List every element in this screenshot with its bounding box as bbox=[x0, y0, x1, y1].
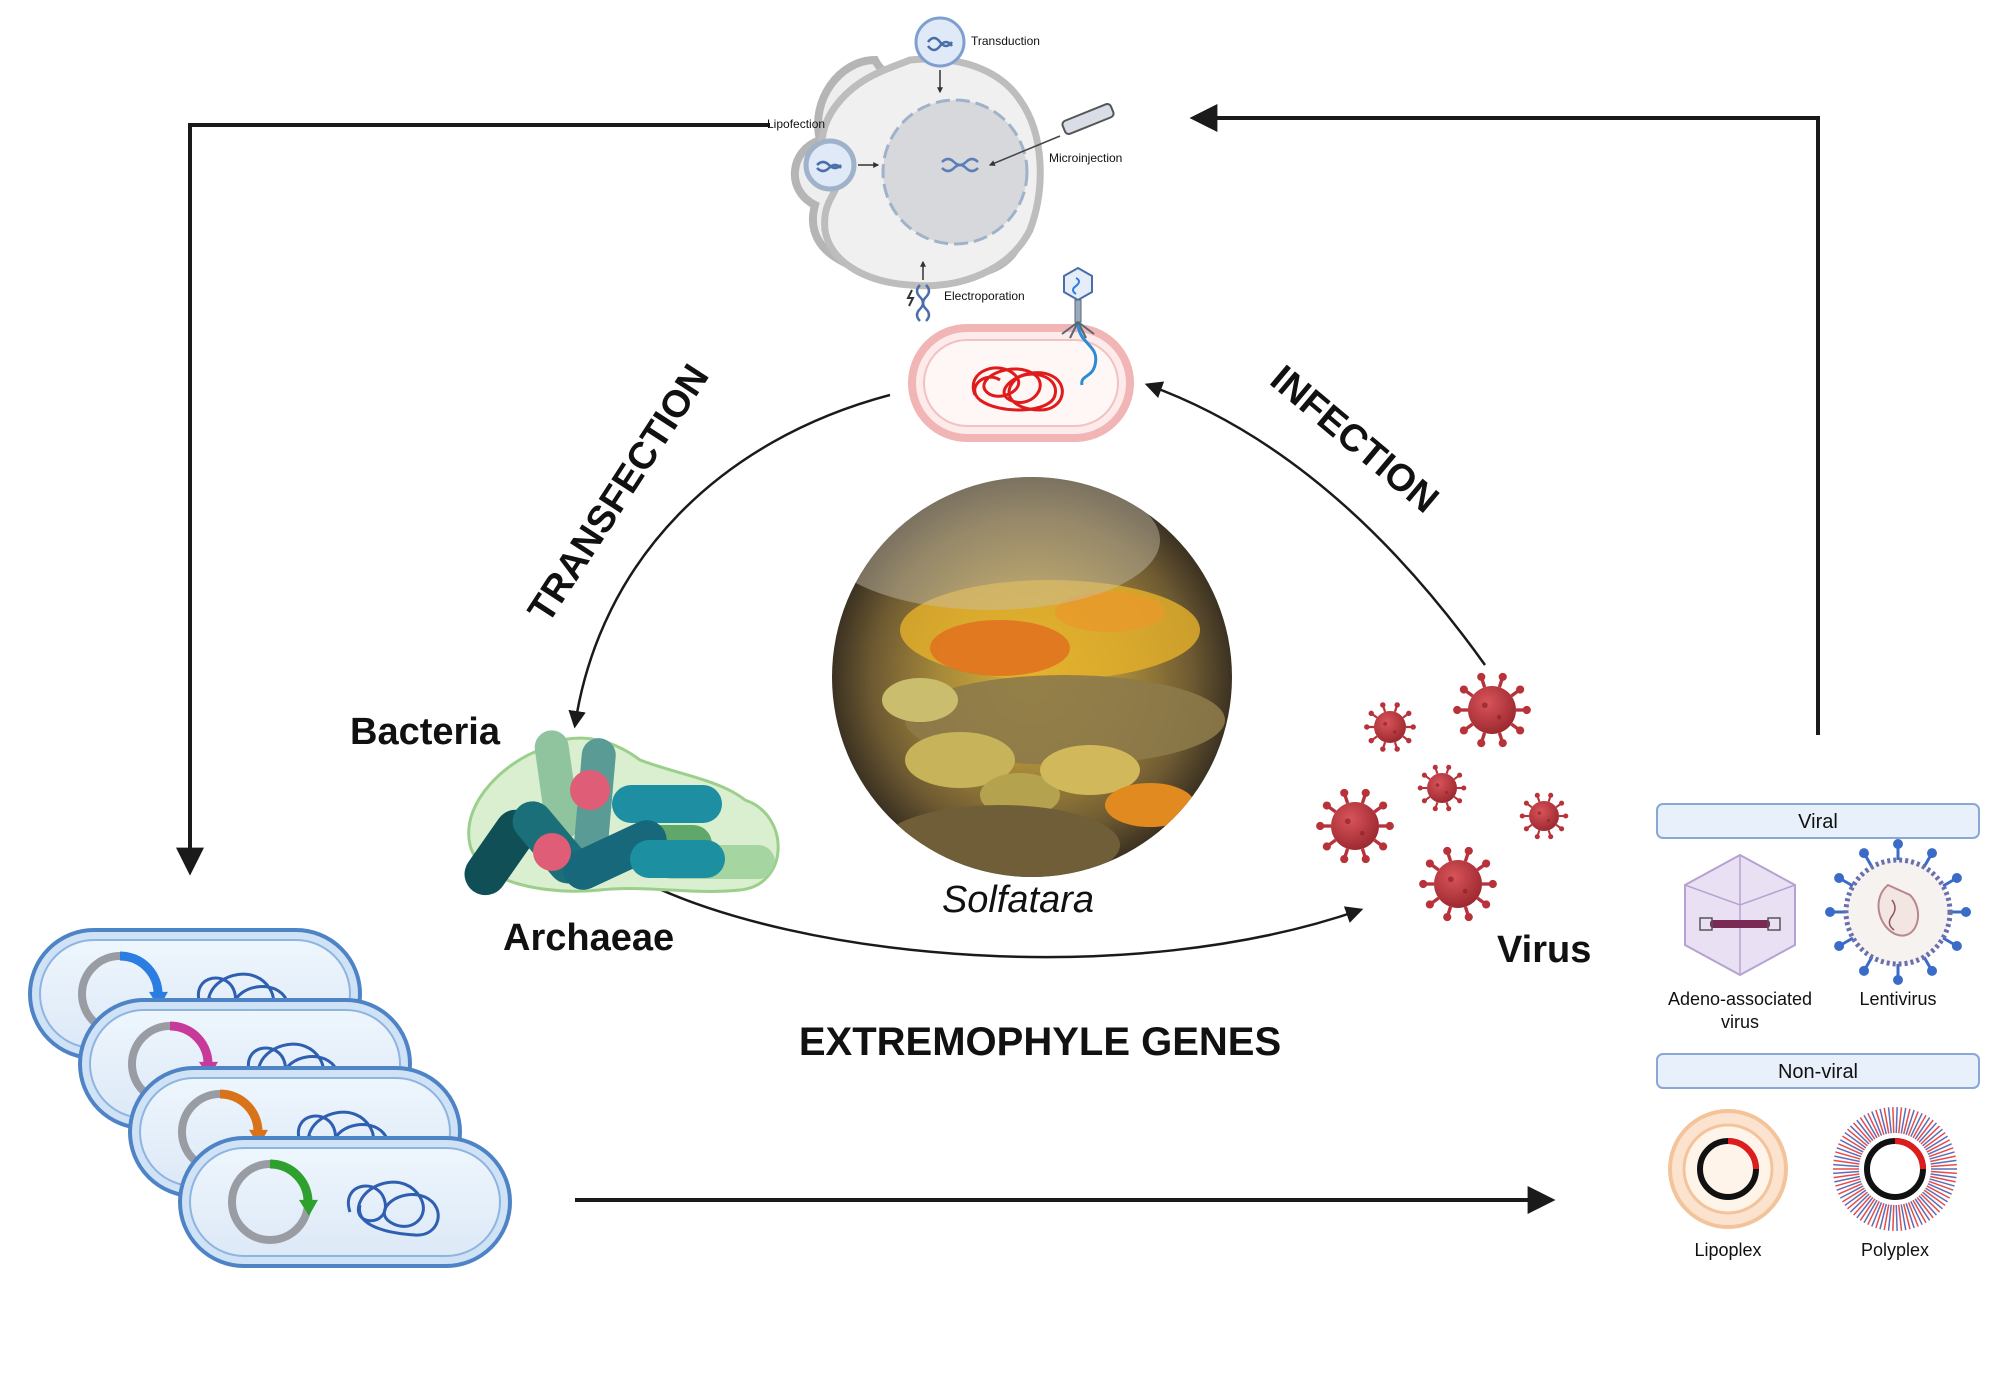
virus-particle bbox=[1519, 792, 1569, 840]
vectors-panel: Viral Adeno-associated virus Lentivirus … bbox=[1656, 803, 1980, 1260]
arrow-vectors-to-cell bbox=[1189, 104, 1820, 735]
nonviral-header: Non-viral bbox=[1778, 1061, 1858, 1083]
lipoplex-icon bbox=[1668, 1109, 1788, 1229]
label-solfatara: Solfatara bbox=[942, 879, 1094, 921]
nucleus bbox=[881, 98, 1029, 246]
arrow-lipofection-to-bacteria-plasmids bbox=[176, 123, 770, 876]
virus-particle bbox=[1417, 764, 1467, 812]
virus-particle bbox=[1453, 672, 1531, 748]
solfatara-photo bbox=[832, 477, 1232, 877]
viral-header-box bbox=[1656, 803, 1980, 839]
label-electroporation: Electroporation bbox=[944, 289, 1025, 303]
host-cell-group: Transduction Lipofection Microinjection … bbox=[767, 16, 1122, 322]
flow-arrows bbox=[176, 104, 1820, 1214]
polyplex-icon bbox=[1833, 1107, 1957, 1231]
microinjection-needle-icon bbox=[988, 102, 1115, 166]
label-lentivirus: Lentivirus bbox=[1859, 989, 1936, 1009]
label-microinjection: Microinjection bbox=[1049, 151, 1122, 165]
virus-particle bbox=[1316, 788, 1394, 864]
label-extremophyle-genes: EXTREMOPHYLE GENES bbox=[799, 1020, 1281, 1064]
aav-icon bbox=[1684, 853, 1796, 977]
arrow-transfection bbox=[568, 393, 891, 729]
bacterial-dna-tangle bbox=[971, 366, 1064, 412]
label-aav-line1: Adeno-associated bbox=[1668, 989, 1812, 1009]
cycle-arrows bbox=[568, 381, 1487, 959]
label-lipofection: Lipofection bbox=[767, 117, 825, 131]
label-infection: INFECTION bbox=[1262, 358, 1446, 522]
arrow-infection bbox=[1144, 381, 1487, 666]
nonviral-header-box bbox=[1656, 1053, 1980, 1089]
label-archaeae: Archaeae bbox=[503, 917, 674, 959]
arrow-genes bbox=[639, 878, 1364, 959]
virus-particle bbox=[1419, 846, 1497, 922]
bacteriophage-icon bbox=[1061, 266, 1098, 386]
label-bacteria: Bacteria bbox=[350, 711, 501, 753]
virus-cluster bbox=[1316, 672, 1569, 922]
label-polyplex: Polyplex bbox=[1861, 1240, 1929, 1260]
electroporation-icon bbox=[906, 260, 931, 322]
virus-particle bbox=[1364, 702, 1416, 752]
viral-header: Viral bbox=[1798, 811, 1838, 833]
engineered-bacteria-stack bbox=[28, 928, 512, 1268]
lentivirus-icon bbox=[1825, 839, 1971, 985]
label-transduction: Transduction bbox=[971, 34, 1040, 48]
label-lipoplex: Lipoplex bbox=[1694, 1240, 1761, 1260]
microbe-cluster bbox=[464, 730, 780, 896]
infected-bacterium bbox=[908, 266, 1134, 442]
label-transfection: TRANSFECTION bbox=[520, 357, 717, 630]
label-aav-line2: virus bbox=[1721, 1012, 1759, 1032]
engineered-bacterium bbox=[178, 1136, 512, 1268]
label-virus: Virus bbox=[1497, 929, 1591, 971]
